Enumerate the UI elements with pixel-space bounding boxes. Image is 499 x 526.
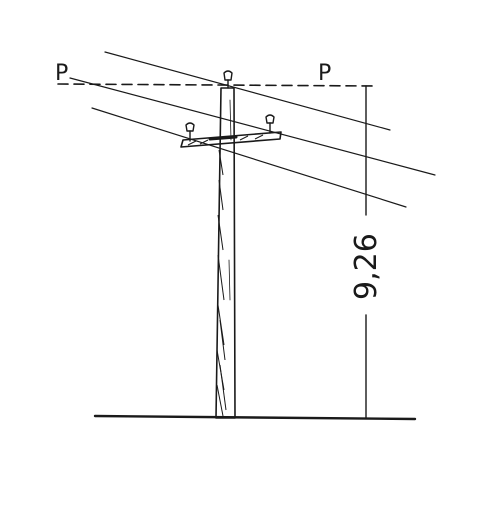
top-conductor: [104, 51, 391, 131]
upper-conductor: [69, 77, 436, 176]
reference-plane-line: [57, 83, 376, 87]
cross-arm: [180, 131, 282, 148]
height-value: 9,26: [349, 233, 384, 300]
pole-shading: [216, 149, 227, 417]
ground-line: [93, 414, 417, 421]
plane-label-left: P: [55, 61, 68, 86]
lower-conductor: [91, 107, 407, 208]
right-insulator: [265, 114, 275, 134]
utility-pole: [215, 87, 236, 419]
left-insulator: [185, 122, 195, 142]
top-insulator: [223, 70, 233, 89]
plane-label-right: P: [318, 61, 331, 86]
